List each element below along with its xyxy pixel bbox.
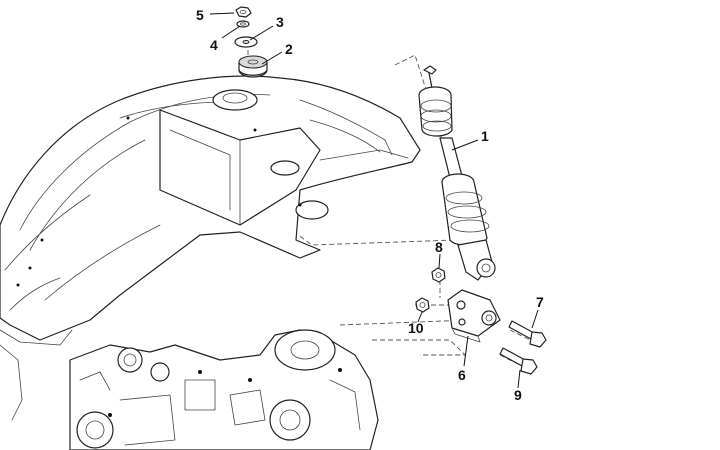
rubber-bushing <box>238 55 268 78</box>
nut-upper <box>431 267 446 283</box>
callout-3: 3 <box>276 14 284 30</box>
nut-lower <box>415 297 430 313</box>
callout-7: 7 <box>536 294 544 310</box>
washer <box>234 36 258 48</box>
leader-lines <box>209 12 539 389</box>
callout-8: 8 <box>435 239 443 255</box>
callout-labels: 1 2 3 4 5 6 7 8 9 10 <box>196 7 544 403</box>
callout-2: 2 <box>285 41 293 57</box>
callout-9: 9 <box>514 387 522 403</box>
shock-absorber <box>418 65 496 281</box>
spring-washer <box>236 20 250 28</box>
callout-1: 1 <box>481 128 489 144</box>
top-nut <box>235 6 252 18</box>
callout-4: 4 <box>210 37 218 53</box>
bolt-lower <box>499 347 538 375</box>
frame-body <box>0 75 421 421</box>
callout-10: 10 <box>408 320 424 336</box>
callout-6: 6 <box>458 367 466 383</box>
lower-bracket <box>447 289 501 343</box>
engine-crankcase <box>69 329 379 450</box>
callout-5: 5 <box>196 7 204 23</box>
bolt-upper <box>508 320 547 348</box>
